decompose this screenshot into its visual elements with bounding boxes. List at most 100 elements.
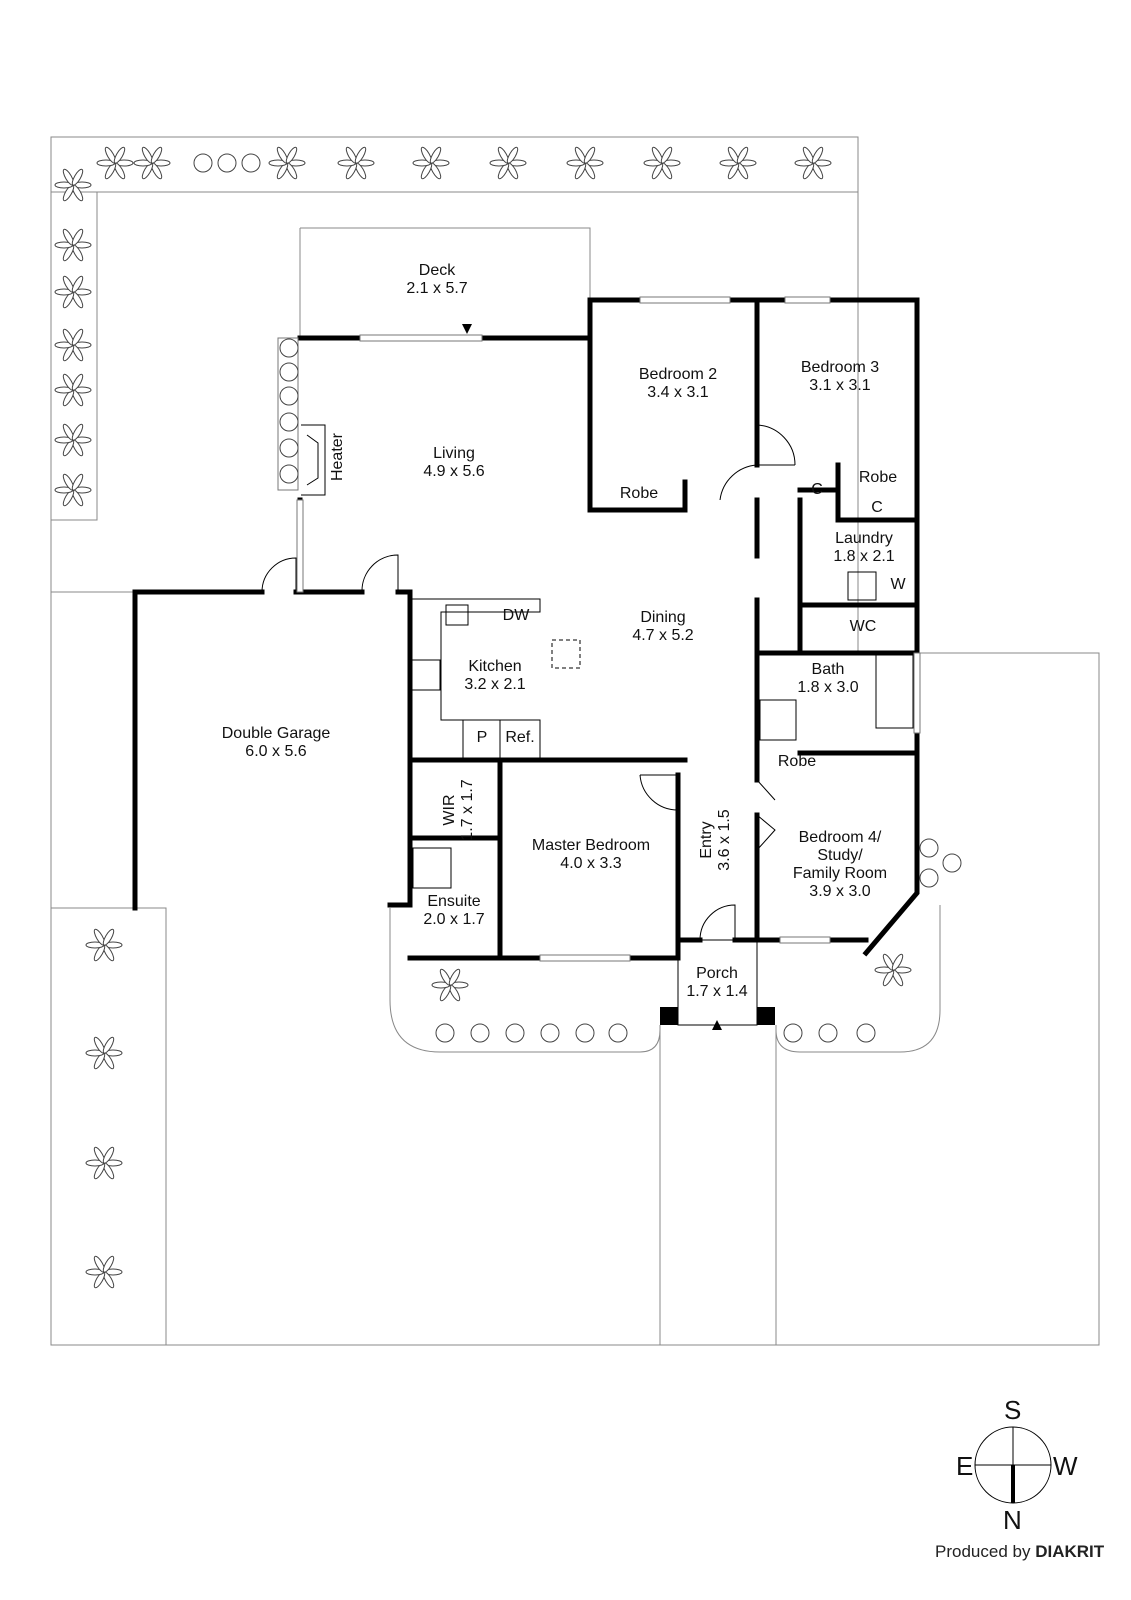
shrub-icon [608, 1023, 628, 1043]
room-size: 1.8 x 2.1 [833, 548, 895, 565]
plant-icon [431, 968, 469, 1002]
robe-bedroom-4: Robe [777, 753, 817, 770]
plant-icon [412, 146, 450, 180]
plant-icon [874, 953, 912, 987]
room-name: Kitchen [468, 658, 522, 675]
room-size: 3.2 x 2.1 [464, 676, 526, 693]
shrub-icon [540, 1023, 560, 1043]
shrub-icon [217, 153, 237, 173]
shrub-icon [505, 1023, 525, 1043]
plant-icon [96, 146, 134, 180]
room-size: 1.8 x 3.0 [797, 679, 859, 696]
plant-icon [489, 146, 527, 180]
shrub-icon [279, 338, 299, 358]
shrub-icon [193, 153, 213, 173]
plant-icon [54, 228, 92, 262]
shrub-icon [575, 1023, 595, 1043]
room-size: 6.0 x 5.6 [245, 743, 307, 760]
shrub-icon [919, 868, 939, 888]
room-size: 2.0 x 1.7 [423, 911, 485, 928]
room-name: Deck [418, 262, 456, 279]
room-name: Bath [811, 661, 845, 678]
room-name: WIR [441, 794, 458, 826]
plant-icon [85, 1036, 123, 1070]
plant-icon [566, 146, 604, 180]
shrub-icon [279, 386, 299, 406]
shrub-icon [279, 438, 299, 458]
deck-entry-arrow-icon [462, 324, 472, 334]
room-name-line2: Study/ [817, 847, 863, 864]
room-name: Bedroom 3 [800, 359, 880, 376]
shrub-icon [470, 1023, 490, 1043]
pantry-label: P [476, 729, 488, 746]
room-name-line3: Family Room [792, 865, 888, 882]
fixtures [261, 424, 914, 941]
fridge-label: Ref. [505, 729, 535, 746]
room-name: Master Bedroom [531, 837, 651, 854]
plant-icon [337, 146, 375, 180]
plant-icon [54, 423, 92, 457]
room-name: Dining [640, 609, 686, 626]
shrub-icon [279, 412, 299, 432]
room-size: 3.9 x 3.0 [809, 883, 871, 900]
room-size: 1.7 x 1.4 [686, 983, 748, 1000]
plant-icon [54, 373, 92, 407]
room-name: Double Garage [221, 725, 331, 742]
heater-label: Heater [329, 432, 346, 482]
plant-icon [54, 275, 92, 309]
plant-icon [268, 146, 306, 180]
room-size: 3.4 x 3.1 [647, 384, 709, 401]
shrub-icon [856, 1023, 876, 1043]
room-size: 4.0 x 3.3 [560, 855, 622, 872]
plant-icon [85, 928, 123, 962]
compass-north: N [1003, 1505, 1022, 1535]
washer-label: W [890, 576, 906, 593]
shrub-icon [919, 838, 939, 858]
plant-icon [719, 146, 757, 180]
room-size: 2.1 x 5.7 [406, 280, 468, 297]
robe-bedroom-2: Robe [619, 485, 659, 502]
shrub-icon [818, 1023, 838, 1043]
shrub-icon [241, 153, 261, 173]
room-size: 1.7 x 1.7 [459, 779, 476, 841]
plant-icon [85, 1146, 123, 1180]
shrub-icon [279, 362, 299, 382]
dishwasher-label: DW [502, 607, 530, 624]
entry-arrow-icon [712, 1020, 722, 1030]
compass-east: E [956, 1451, 974, 1481]
site-boundary [50, 136, 1100, 1346]
room-name: Porch [696, 965, 738, 982]
plant-icon [54, 473, 92, 507]
shrub-icon [783, 1023, 803, 1043]
shrub-icon [435, 1023, 455, 1043]
cupboard-1: C [811, 481, 823, 498]
compass-south: S [1004, 1395, 1022, 1425]
cupboard-2: C [871, 499, 883, 516]
room-name: Laundry [835, 530, 893, 547]
room-name: Bedroom 2 [638, 366, 718, 383]
landscaping [54, 146, 962, 1289]
compass-icon [974, 1426, 1052, 1504]
room-size: 4.7 x 5.2 [632, 627, 694, 644]
room-wc: WC [849, 618, 877, 635]
shrub-icon [942, 853, 962, 873]
room-name: Ensuite [427, 893, 481, 910]
room-name: Bedroom 4/ [798, 829, 882, 846]
credit-brand: DIAKRIT [1035, 1542, 1105, 1561]
room-size: 4.9 x 5.6 [423, 463, 485, 480]
credit-prefix: Produced by [935, 1542, 1031, 1561]
